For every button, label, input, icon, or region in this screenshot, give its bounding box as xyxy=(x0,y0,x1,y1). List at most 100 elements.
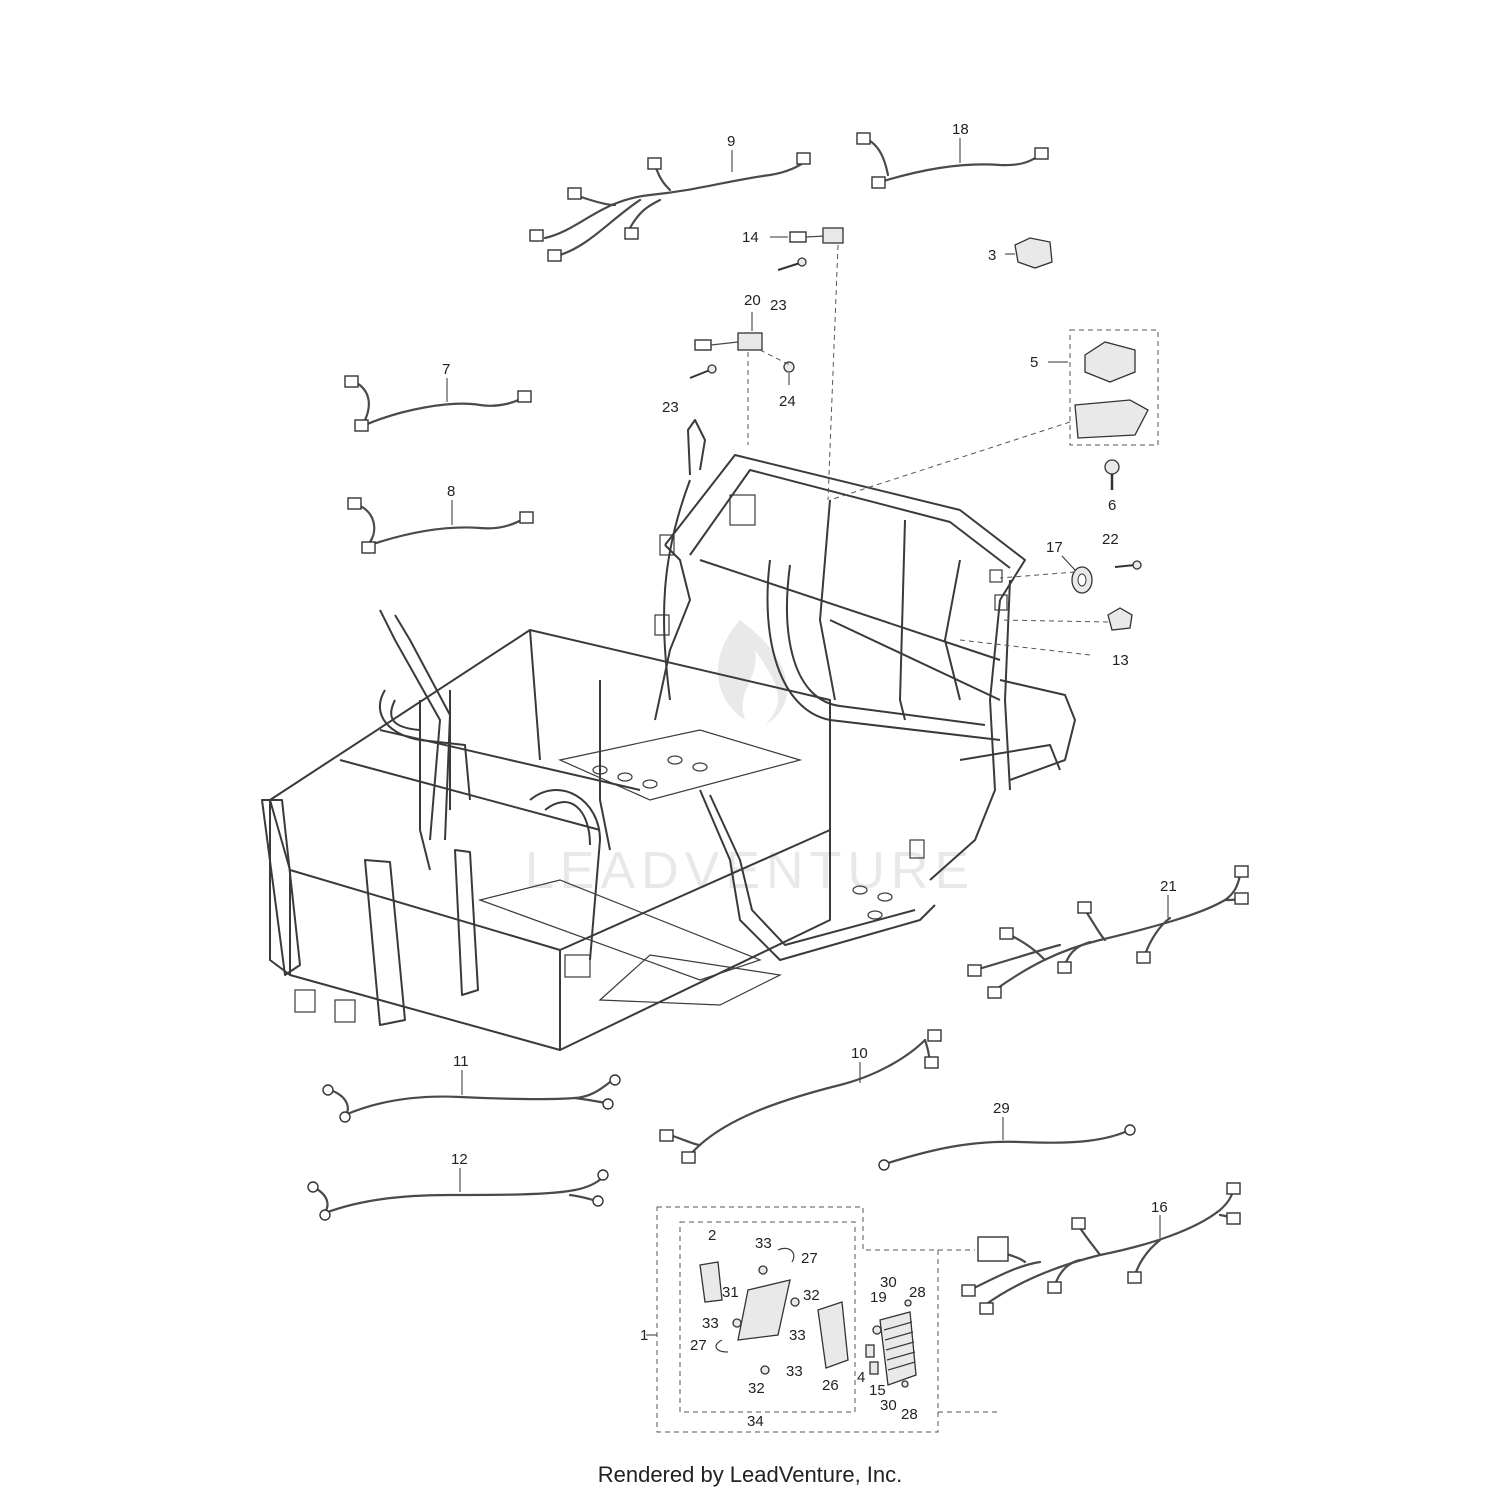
connector-icon xyxy=(529,229,544,242)
floor-holes xyxy=(592,755,893,920)
callout-33-bottom: 33 xyxy=(786,1363,803,1380)
part-14 xyxy=(770,227,844,244)
callout-9: 9 xyxy=(727,133,735,150)
callout-17: 17 xyxy=(1046,539,1063,556)
callout-7: 7 xyxy=(442,361,450,378)
callout-29: 29 xyxy=(993,1100,1010,1117)
callout-labels: 1 2 3 4 5 6 7 8 9 10 11 12 13 14 15 16 1… xyxy=(442,121,1177,1430)
callout-3: 3 xyxy=(988,247,996,264)
connector-icon xyxy=(659,1129,674,1142)
harness-29 xyxy=(878,1117,1136,1171)
callout-26: 26 xyxy=(822,1377,839,1394)
callout-10: 10 xyxy=(851,1045,868,1062)
callout-30-upper: 30 xyxy=(880,1274,897,1291)
main-connector-icon xyxy=(977,1236,1009,1262)
watermark-text: LEADVENTURE xyxy=(525,842,975,900)
harness-21 xyxy=(967,865,1249,999)
harness-11 xyxy=(322,1070,621,1123)
callout-2: 2 xyxy=(708,1227,716,1244)
connector-icon xyxy=(796,152,811,165)
screw-22 xyxy=(1114,560,1142,570)
part-3 xyxy=(1005,237,1053,269)
watermark: LEADVENTURE xyxy=(525,620,975,900)
callout-27-lower: 27 xyxy=(690,1337,707,1354)
callout-32-lower: 32 xyxy=(748,1380,765,1397)
connector-icon xyxy=(1226,1212,1241,1225)
callout-24: 24 xyxy=(779,393,796,410)
flame-logo-icon xyxy=(717,620,788,725)
assembly-leaders xyxy=(747,244,1109,656)
connector-icon xyxy=(1127,1271,1142,1284)
ring-terminal-icon xyxy=(339,1111,351,1123)
ring-terminal-icon xyxy=(319,1209,331,1221)
connector-icon xyxy=(1234,865,1249,878)
connector-icon xyxy=(987,986,1002,999)
connector-icon xyxy=(547,249,562,262)
callout-33-right: 33 xyxy=(789,1327,806,1344)
connector-icon xyxy=(567,187,582,200)
connector-icon xyxy=(967,964,982,977)
harness-16 xyxy=(961,1182,1241,1315)
ring-terminal-icon xyxy=(878,1159,890,1171)
ring-terminal-icon xyxy=(609,1074,621,1086)
screw-23-lower xyxy=(689,364,717,379)
callout-4: 4 xyxy=(857,1369,865,1386)
connector-icon xyxy=(1071,1217,1086,1230)
callout-33-top: 33 xyxy=(755,1235,772,1252)
harness-7 xyxy=(344,375,532,432)
callout-14: 14 xyxy=(742,229,759,246)
callout-30-lower: 30 xyxy=(880,1397,897,1414)
callout-5: 5 xyxy=(1030,354,1038,371)
callout-23-lower: 23 xyxy=(662,399,679,416)
callout-8: 8 xyxy=(447,483,455,500)
connector-icon xyxy=(999,927,1014,940)
connector-icon xyxy=(961,1284,976,1297)
connector-icon xyxy=(1136,951,1151,964)
part-13 xyxy=(1107,607,1133,631)
connector-icon xyxy=(517,390,532,403)
connector-icon xyxy=(1226,1182,1241,1195)
callout-19: 19 xyxy=(870,1289,887,1306)
connector-icon xyxy=(979,1302,994,1315)
connector-icon xyxy=(1057,961,1072,974)
harness-9 xyxy=(529,150,811,262)
connector-icon xyxy=(1047,1281,1062,1294)
part-17 xyxy=(1061,555,1093,594)
part-5 xyxy=(1048,329,1159,446)
ring-terminal-icon xyxy=(322,1084,334,1096)
ring-terminal-icon xyxy=(602,1098,614,1110)
connector-icon xyxy=(354,419,369,432)
ring-terminal-icon xyxy=(592,1195,604,1207)
callout-11: 11 xyxy=(453,1053,469,1070)
callout-6: 6 xyxy=(1108,497,1116,514)
connector-icon xyxy=(344,375,359,388)
callout-20: 20 xyxy=(744,292,761,309)
callout-34: 34 xyxy=(747,1413,764,1430)
callout-28-upper: 28 xyxy=(909,1284,926,1301)
harness-12 xyxy=(307,1168,609,1221)
footer-credit: Rendered by LeadVenture, Inc. xyxy=(597,1462,903,1487)
bolt-6 xyxy=(1104,459,1120,490)
connector-icon xyxy=(1077,901,1092,914)
callout-15: 15 xyxy=(869,1382,886,1399)
connector-icon xyxy=(871,176,886,189)
vehicle-frame xyxy=(261,419,1076,1051)
connector-icon xyxy=(924,1056,939,1069)
part-20 xyxy=(694,312,763,351)
connector-icon xyxy=(519,511,534,524)
callout-18: 18 xyxy=(952,121,969,138)
callout-33-left: 33 xyxy=(702,1315,719,1332)
harness-18 xyxy=(856,132,1049,189)
connector-icon xyxy=(856,132,871,145)
assembly-1 xyxy=(646,1206,1000,1433)
callout-12: 12 xyxy=(451,1151,468,1168)
ring-terminal-icon xyxy=(597,1169,609,1181)
nut-24 xyxy=(783,361,795,385)
callout-1: 1 xyxy=(640,1327,648,1344)
connector-icon xyxy=(1034,147,1049,160)
connector-icon xyxy=(1234,892,1249,905)
callout-16: 16 xyxy=(1151,1199,1168,1216)
ring-terminal-icon xyxy=(1124,1124,1136,1136)
callout-22: 22 xyxy=(1102,531,1119,548)
